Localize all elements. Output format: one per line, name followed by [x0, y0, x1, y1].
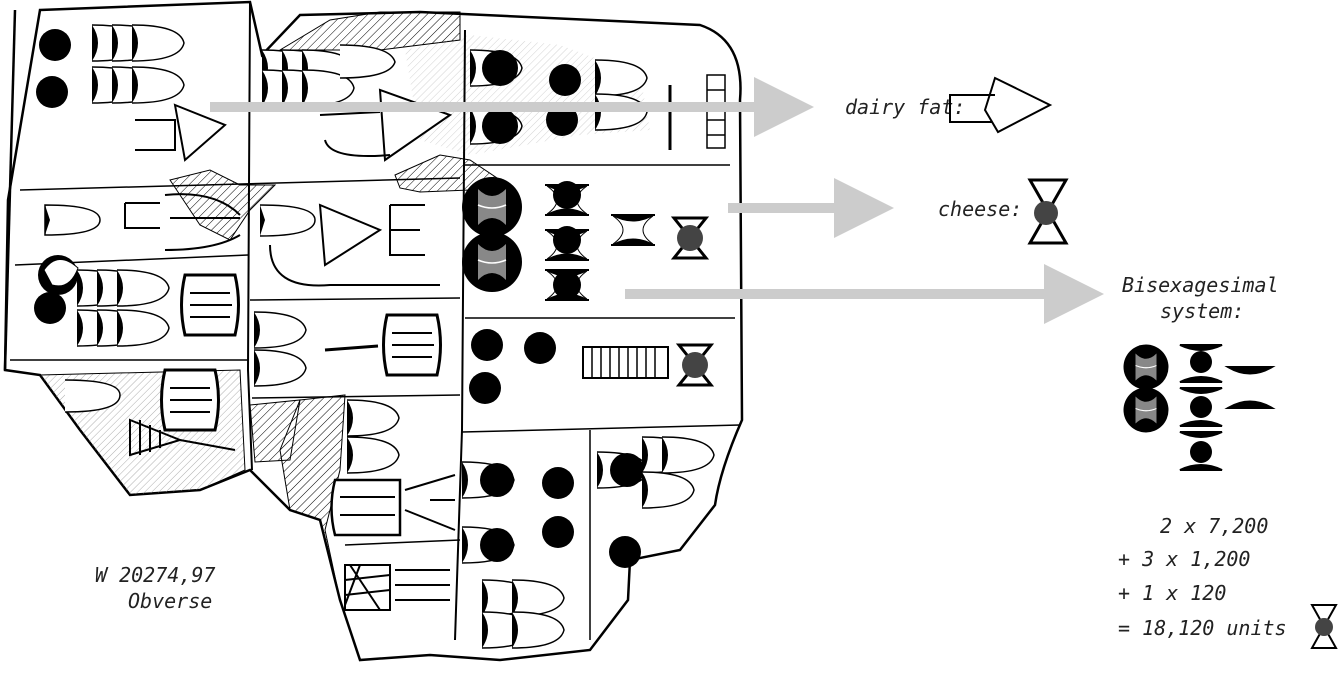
calc-line3: + 1 x 120 — [1118, 581, 1226, 605]
label-system-line1: Bisexagesimal — [1122, 273, 1279, 297]
cheese-sign-legend — [1030, 180, 1066, 243]
calc-line2: + 3 x 1,200 — [1118, 547, 1250, 571]
tablet-side-label: Obverse — [128, 589, 212, 613]
label-cheese: cheese: — [938, 197, 1022, 221]
tablet-id-label: W 20274,97 — [95, 563, 215, 587]
label-dairy-fat: dairy fat: — [845, 95, 965, 119]
calc-line1: 2 x 7,200 — [1160, 514, 1268, 538]
system-signs — [1124, 345, 1273, 471]
label-system-line2: system: — [1160, 299, 1244, 323]
calc-line4: = 18,120 units — [1118, 616, 1287, 640]
calculation: 2 x 7,200 + 3 x 1,200 + 1 x 120 = 18,120… — [1118, 514, 1336, 648]
units-cheese-icon — [1312, 605, 1336, 648]
